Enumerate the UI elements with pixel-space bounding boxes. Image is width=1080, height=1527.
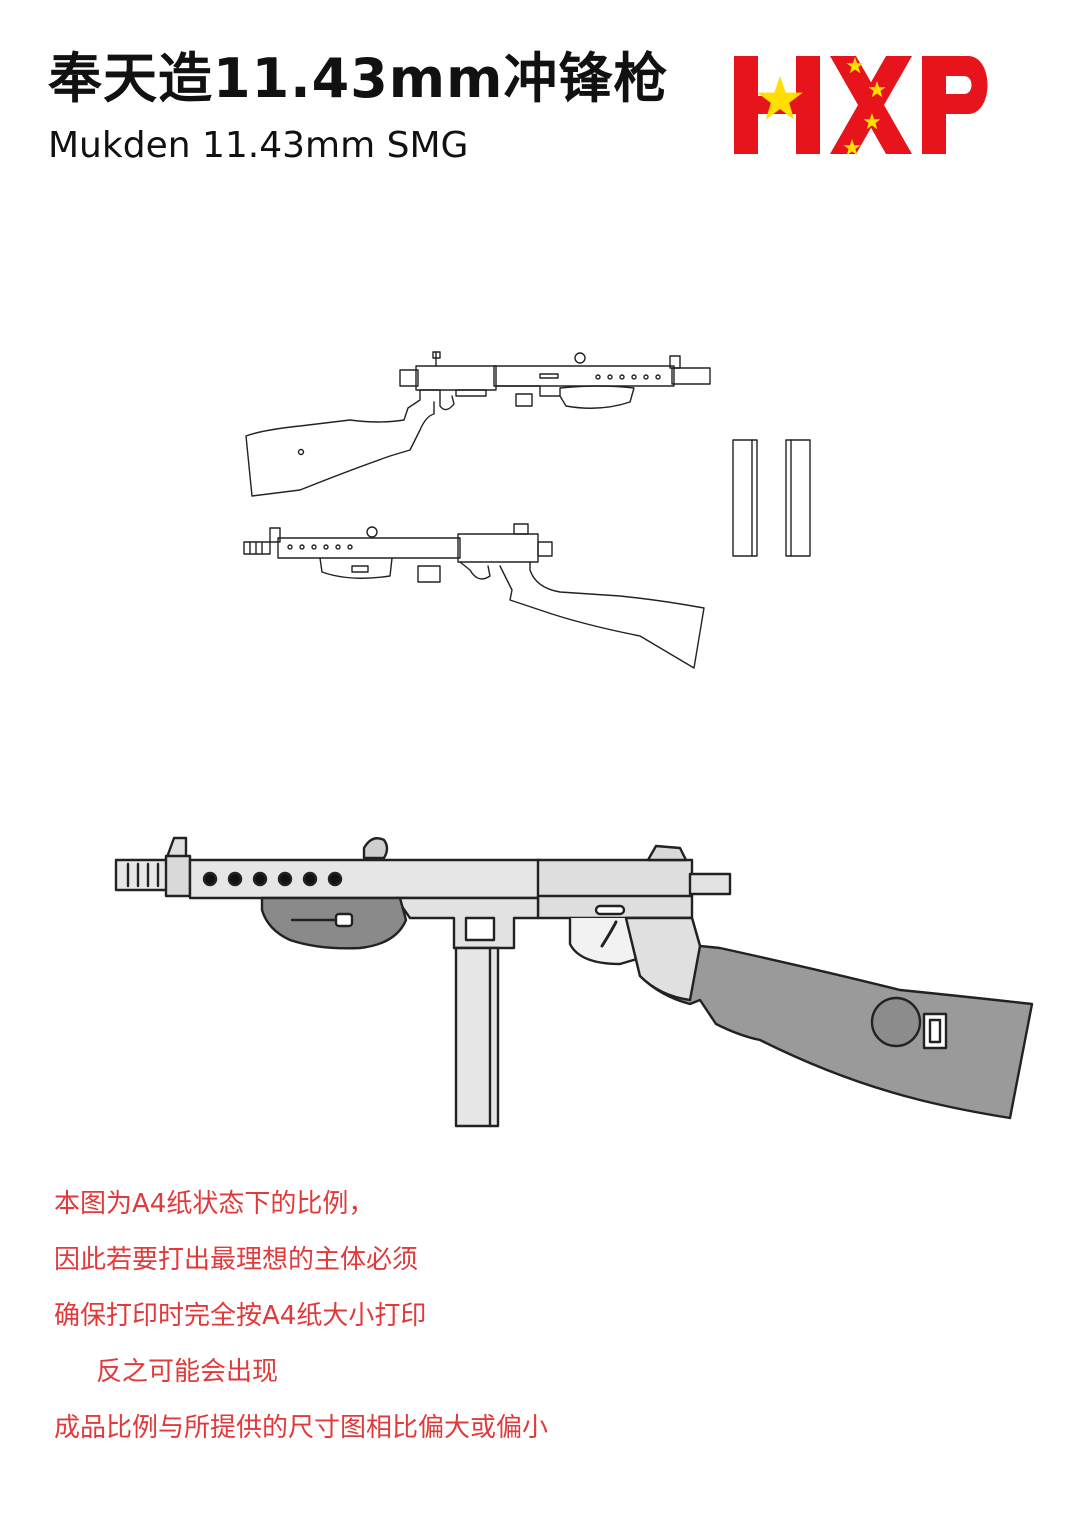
page-title-english: Mukden 11.43mm SMG — [48, 125, 469, 166]
note-line: 因此若要打出最理想的主体必须 — [54, 1245, 419, 1275]
small-side-view-right — [245, 351, 711, 497]
magazines — [732, 439, 811, 557]
hxp-logo — [734, 56, 988, 156]
large-detail-view — [114, 836, 1034, 1128]
page-title-chinese: 奉天造11.43mm冲锋枪 — [48, 47, 669, 110]
note-line: 反之可能会出现 — [96, 1357, 279, 1387]
note-line: 本图为A4纸状态下的比例， — [54, 1189, 375, 1219]
small-side-view-left — [243, 523, 705, 669]
note-line: 确保打印时完全按A4纸大小打印 — [54, 1301, 427, 1331]
note-line: 成品比例与所提供的尺寸图相比偏大或偏小 — [54, 1413, 549, 1443]
print-notes: 本图为A4纸状态下的比例， 因此若要打出最理想的主体必须 确保打印时完全按A4纸… — [54, 1188, 548, 1468]
